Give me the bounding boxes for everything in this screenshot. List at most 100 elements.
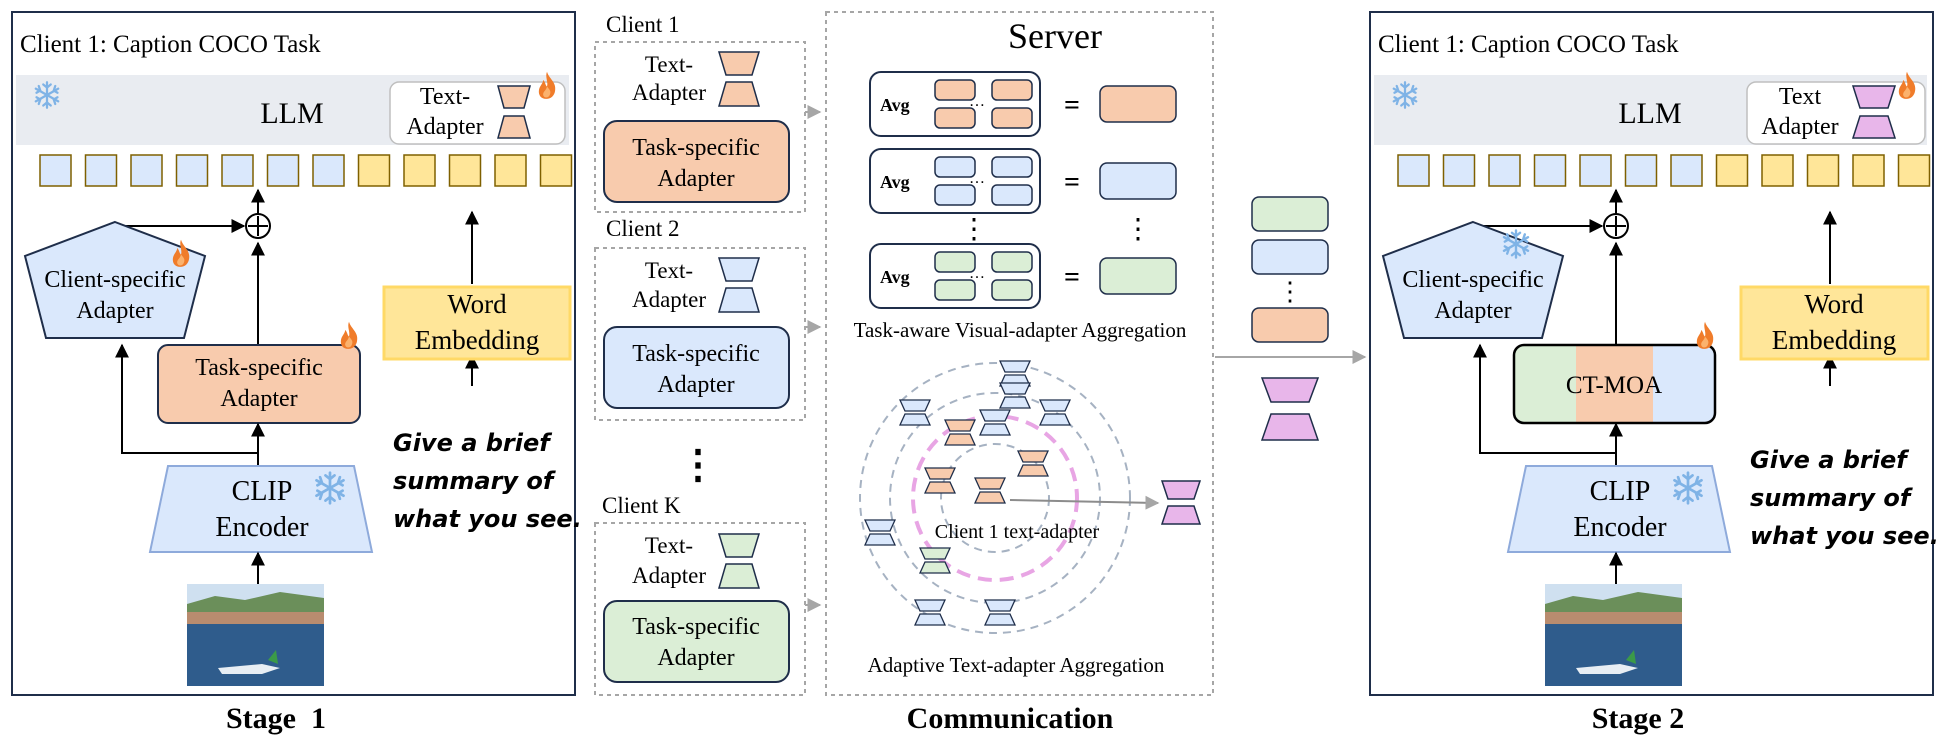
token-square [1670,154,1703,187]
avg-label: Avg [880,95,910,115]
client-1-label: Client 1 [606,12,679,37]
trapezoid-adapter-icon [863,519,897,532]
adapter-chip [991,156,1033,178]
trapezoid-adapter-icon [1016,464,1050,477]
adapter-chip [934,251,976,273]
clients-ellipsis: ⋮ [678,442,718,487]
token-square [1761,154,1794,187]
token-square [1579,154,1612,187]
stage1-llm-label: LLM [260,97,323,130]
stage2-token-row [1397,154,1931,187]
trapezoid-adapter-icon [717,533,761,558]
svg-text:Text-: Text- [645,52,693,77]
svg-text:Task-specific: Task-specific [632,135,760,161]
server-vertical-dots-left: ⋮ [960,214,988,245]
aggregated-adapter [1099,257,1177,295]
token-square [221,154,254,187]
svg-text:Adapter: Adapter [406,114,483,140]
svg-text:Adapter: Adapter [1761,114,1838,140]
svg-text:Text-: Text- [645,533,693,558]
token-square [39,154,72,187]
svg-text:Embedding: Embedding [415,325,539,355]
adapter-chip [934,184,976,206]
svg-text:Adapter: Adapter [632,563,706,588]
client-k-task-adapter [603,600,790,683]
svg-text:Task-specific: Task-specific [632,614,760,640]
svg-text:Task-specific: Task-specific [195,355,323,381]
stage2-llm-label: LLM [1618,97,1681,130]
trapezoid-adapter-icon [1160,505,1202,525]
svg-text:Word: Word [1804,289,1864,319]
equals-sign: = [1064,167,1080,198]
client1-text-adapter-label: Client 1 text-adapter [935,521,1100,543]
stage1-panel-title: Client 1: Caption COCO Task [20,31,321,58]
svg-text:Adapter: Adapter [657,372,734,398]
trapezoid-adapter-icon [718,563,760,589]
trapezoid-adapter-icon [978,409,1012,422]
svg-text:Adapter: Adapter [632,287,706,312]
svg-text:Text-: Text- [420,84,470,110]
stage1-client-specific-adapter: Client-specific Adapter [23,220,207,339]
token-square [266,154,300,187]
trapezoid-adapter-icon [998,360,1032,373]
server-title: Server [1008,16,1102,56]
client-1-box [594,41,806,213]
svg-text:Adapter: Adapter [1434,298,1511,324]
stage2-clip-encoder: CLIP Encoder [1506,465,1732,553]
server-vertical-dots-right: ⋮ [1124,214,1152,245]
svg-text:Adapter: Adapter [76,298,153,324]
trapezoid-adapter-icon [978,423,1012,436]
trapezoid-adapter-icon [973,491,1007,504]
svg-text:Embedding: Embedding [1772,325,1896,355]
equals-sign: = [1064,262,1080,293]
token-square [1624,154,1658,187]
client-1-task-adapter [603,120,790,203]
trapezoid-adapter-icon [1038,413,1072,426]
svg-text:Word: Word [447,289,507,319]
svg-text:Adapter: Adapter [632,80,706,105]
client-2-label: Client 2 [606,216,679,241]
trapezoid-adapter-icon [1260,377,1320,403]
trapezoid-adapter-icon [497,85,531,109]
text-aggregation-label: Adaptive Text-adapter Aggregation [868,653,1165,677]
svg-text:CLIP: CLIP [1590,476,1651,507]
stage1-clip-encoder: CLIP Encoder [148,465,374,553]
trapezoid-adapter-icon [913,599,947,612]
trapezoid-adapter-icon [923,467,957,480]
equals-sign: = [1064,90,1080,121]
trapezoid-adapter-icon [943,433,977,446]
trapezoid-adapter-icon [943,419,977,432]
trapezoid-adapter-icon [913,613,947,626]
trapezoid-adapter-icon [863,533,897,546]
token-square [1533,154,1567,187]
adapter-chip [934,79,976,101]
trapezoid-adapter-icon [717,51,761,76]
stage1-panel: Client 1: Caption COCO Task LLM Text- Ad… [11,11,582,735]
svg-text:Client-specific: Client-specific [1402,267,1543,293]
token-square [1897,154,1931,187]
server-box [825,11,1214,696]
trapezoid-adapter-icon [998,382,1032,395]
visual-aggregation-label: Task-aware Visual-adapter Aggregation [854,318,1187,342]
svg-text:Text: Text [1779,84,1822,110]
token-square [1397,154,1430,187]
trapezoid-adapter-icon [918,547,952,560]
chip-dots: … [969,93,985,110]
plus-circle-icon [1603,213,1629,239]
client-k-box [594,522,806,696]
svg-text:Adapter: Adapter [657,166,734,192]
stage2-panel: Client 1: Caption COCO Task LLM Text Ada… [1369,11,1939,735]
photo-thumbnail [187,584,324,686]
adapter-chip [991,184,1033,206]
token-square [130,154,163,187]
trapezoid-adapter-icon [717,257,761,282]
token-square [357,154,391,187]
aggregated-adapter [1099,85,1177,123]
text-adapter-aggregation-graphic [859,360,1202,634]
adapter-chip [991,251,1033,273]
stage2-ct-moa: CT-MOA [1512,321,1717,425]
chip-dots: … [969,265,985,282]
chip-dots: … [969,170,985,187]
adapter-chip [934,107,976,129]
